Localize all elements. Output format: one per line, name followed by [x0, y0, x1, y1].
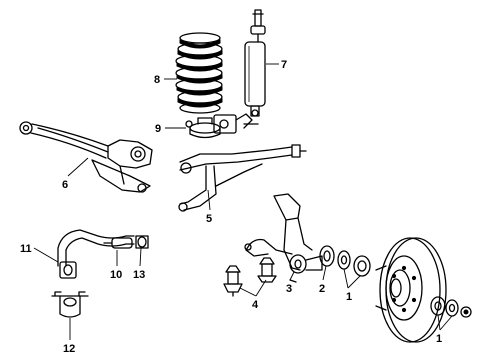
stabilizer-bracket	[51, 291, 89, 318]
stabilizer-bushing	[135, 235, 149, 249]
callout-2: 2	[319, 283, 325, 295]
callout-1-inner: 1	[346, 291, 352, 303]
coil-spring	[175, 32, 223, 114]
steering-knuckle	[244, 193, 323, 283]
callout-13: 13	[133, 269, 145, 281]
inner-wheel-bearing	[337, 250, 371, 277]
callout-8: 8	[154, 74, 160, 86]
callout-10: 10	[110, 269, 122, 281]
stabilizer-link	[103, 237, 133, 249]
callout-3: 3	[286, 283, 292, 295]
stabilizer-bar	[57, 229, 135, 279]
spring-seat	[185, 113, 259, 139]
hub-rotor-assembly	[375, 237, 447, 343]
callout-12: 12	[63, 343, 75, 355]
callout-1-outer: 1	[436, 333, 442, 345]
lower-control-arm	[19, 121, 153, 193]
callout-6: 6	[62, 179, 68, 191]
radius-arm	[178, 144, 307, 212]
grease-seal	[319, 245, 335, 267]
callout-4: 4	[252, 299, 259, 311]
callout-9: 9	[155, 123, 161, 135]
callout-7: 7	[281, 59, 287, 71]
ball-joints	[223, 257, 277, 297]
shock-absorber	[244, 9, 266, 117]
callout-5: 5	[206, 213, 212, 225]
leader-lines	[33, 63, 453, 340]
callout-11: 11	[20, 243, 32, 255]
